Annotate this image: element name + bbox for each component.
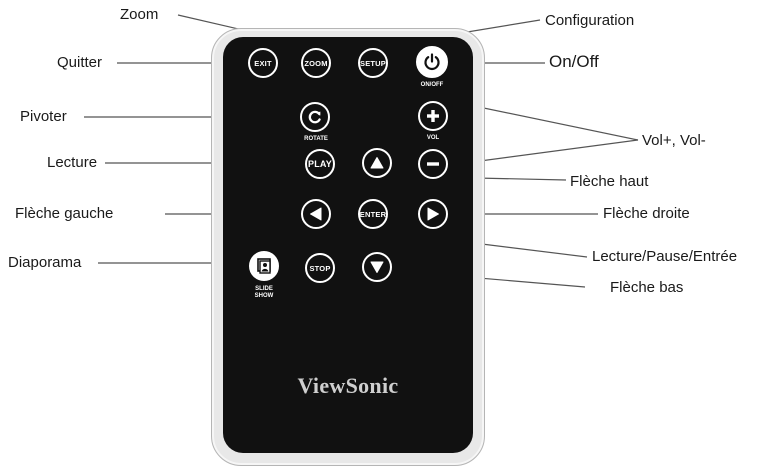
rotate-sublabel: ROTATE bbox=[304, 136, 328, 142]
plus-icon bbox=[427, 110, 439, 122]
vol-sublabel: VOL bbox=[426, 135, 440, 141]
label-vol: Vol+, Vol- bbox=[642, 132, 706, 149]
exit-button[interactable]: EXIT bbox=[248, 48, 278, 78]
arrow-left-icon bbox=[310, 207, 322, 221]
label-lecture: Lecture bbox=[47, 154, 98, 171]
right-arrow-button[interactable] bbox=[418, 199, 448, 229]
vol-up-button[interactable] bbox=[418, 101, 448, 131]
play-button[interactable]: PLAY bbox=[305, 149, 335, 179]
zoom-button[interactable]: ZOOM bbox=[301, 48, 331, 78]
label-lecture-pause: Lecture/Pause/Entrée bbox=[592, 248, 738, 265]
power-icon bbox=[424, 53, 440, 71]
stop-button[interactable]: STOP bbox=[305, 253, 335, 283]
arrow-right-icon bbox=[427, 207, 439, 221]
arrow-down-icon bbox=[370, 261, 384, 273]
arrow-up-icon bbox=[370, 157, 384, 169]
up-arrow-button[interactable] bbox=[362, 148, 392, 178]
down-arrow-button[interactable] bbox=[362, 252, 392, 282]
rotate-button[interactable] bbox=[300, 102, 330, 132]
brand-logo: ViewSonic bbox=[297, 373, 399, 398]
slide-sublabel: SLIDE bbox=[255, 286, 273, 292]
label-quitter: Quitter bbox=[57, 54, 103, 71]
slideshow-button[interactable] bbox=[249, 251, 279, 281]
label-pivoter: Pivoter bbox=[20, 108, 67, 125]
label-configuration: Configuration bbox=[545, 12, 635, 29]
rotate-icon bbox=[308, 110, 321, 124]
enter-button[interactable]: ENTER bbox=[358, 199, 388, 229]
slideshow-icon bbox=[257, 258, 271, 274]
on-off-sublabel: ON/OFF bbox=[420, 82, 444, 88]
label-zoom: Zoom bbox=[120, 6, 159, 23]
label-fleche-haut: Flèche haut bbox=[570, 173, 649, 190]
minus-icon bbox=[427, 162, 439, 166]
show-sublabel: SHOW bbox=[254, 293, 274, 299]
label-fleche-droite: Flèche droite bbox=[603, 205, 690, 222]
label-on-off: On/Off bbox=[549, 52, 599, 71]
left-arrow-button[interactable] bbox=[301, 199, 331, 229]
setup-button[interactable]: SETUP bbox=[358, 48, 388, 78]
label-diaporama: Diaporama bbox=[8, 254, 82, 271]
vol-down-button[interactable] bbox=[418, 149, 448, 179]
label-fleche-bas: Flèche bas bbox=[610, 279, 684, 296]
label-fleche-gauche: Flèche gauche bbox=[15, 205, 114, 222]
power-button[interactable] bbox=[416, 46, 448, 78]
